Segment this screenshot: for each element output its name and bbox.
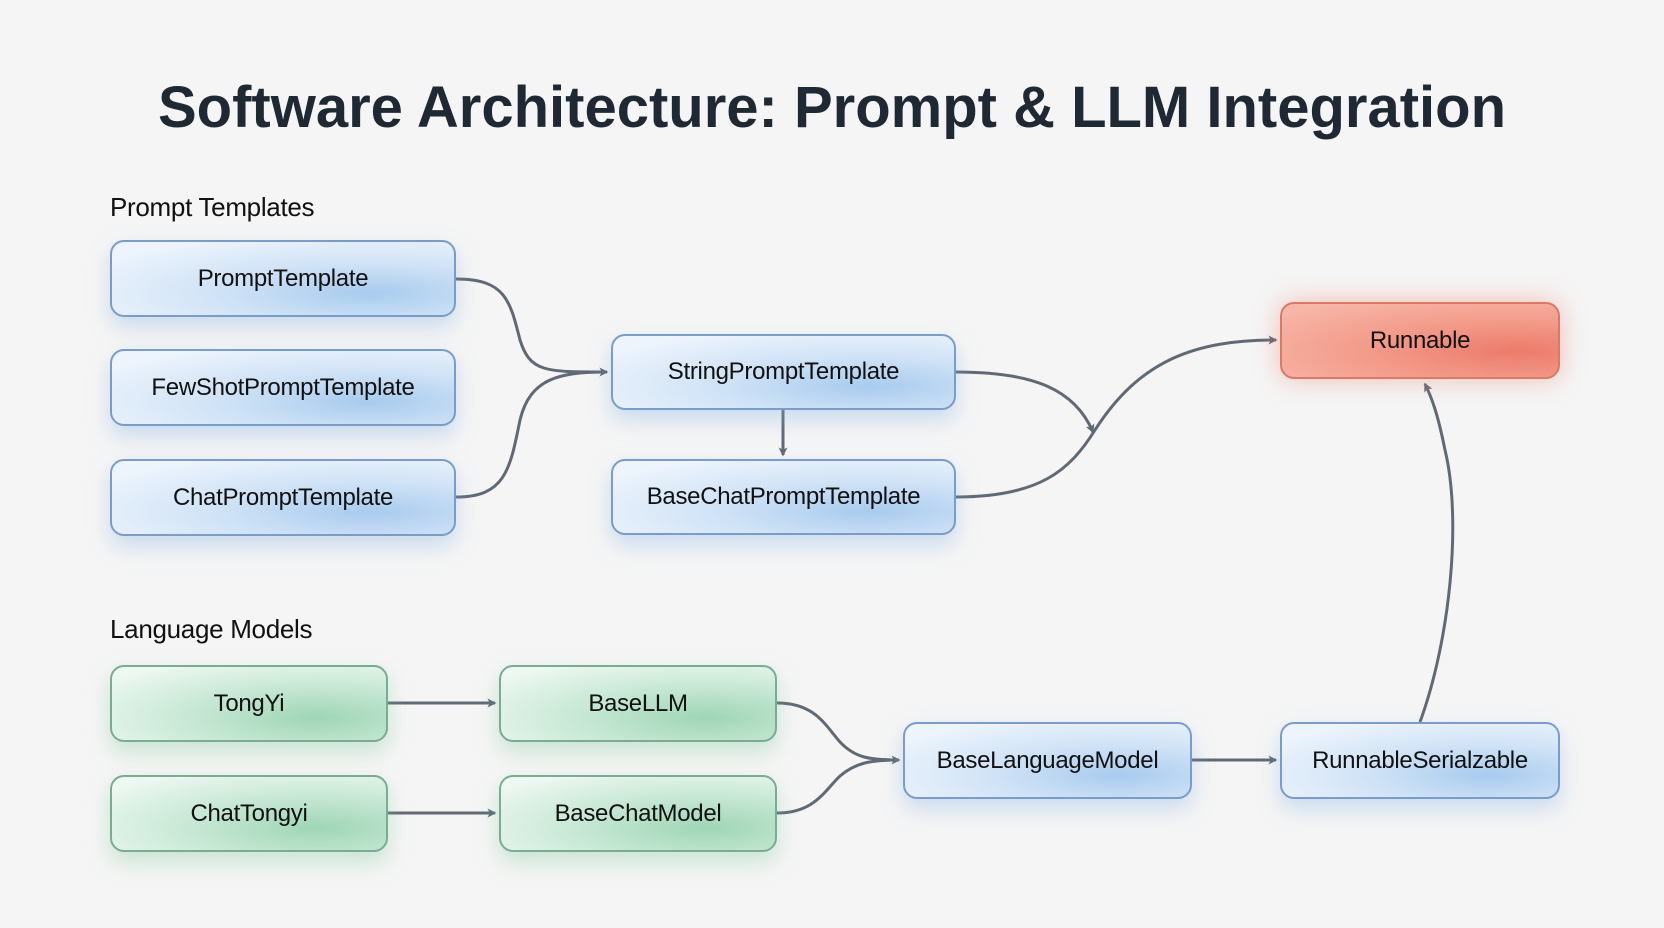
section-label-prompt-templates: Prompt Templates — [110, 192, 315, 222]
node-chat-tongyi[interactable]: ChatTongyi — [110, 775, 388, 852]
edge-runnable-serializable-to-runnable — [1418, 382, 1455, 723]
node-runnable[interactable]: Runnable — [1280, 302, 1560, 379]
node-base-chat-prompt-template[interactable]: BaseChatPromptTemplate — [611, 459, 956, 535]
node-base-language-model[interactable]: BaseLanguageModel — [903, 722, 1192, 799]
node-string-prompt-template[interactable]: StringPromptTemplate — [611, 334, 956, 410]
edge-chat-prompt-template-to-string-prompt-template — [455, 370, 607, 499]
edge-base-llm-to-base-language-model — [776, 701, 901, 765]
section-label-language-models: Language Models — [110, 614, 313, 644]
node-prompt-template[interactable]: PromptTemplate — [110, 240, 456, 317]
edge-string-prompt-template-to-runnable — [955, 370, 1095, 434]
node-runnable-serializable[interactable]: RunnableSerialzable — [1280, 722, 1560, 799]
edge-base-chat-prompt-template-to-runnable — [955, 335, 1278, 499]
edge-base-chat-model-to-base-language-model — [776, 758, 900, 815]
diagram-title: Software Architecture: Prompt & LLM Inte… — [157, 75, 1507, 140]
node-chat-prompt-template[interactable]: ChatPromptTemplate — [110, 459, 456, 536]
node-base-llm[interactable]: BaseLLM — [499, 665, 777, 742]
node-tongyi[interactable]: TongYi — [110, 665, 388, 742]
edge-prompt-template-to-string-prompt-template — [455, 277, 607, 374]
node-few-shot-prompt-template[interactable]: FewShotPromptTemplate — [110, 349, 456, 426]
node-base-chat-model[interactable]: BaseChatModel — [499, 775, 777, 852]
